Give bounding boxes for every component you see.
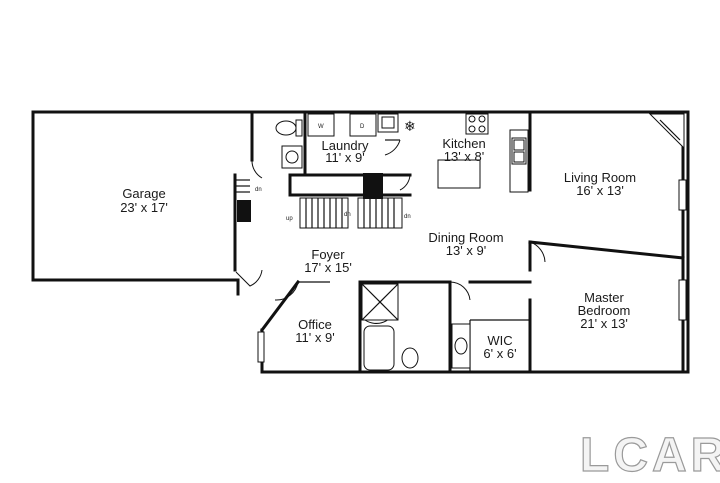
bathtub [363,325,395,371]
dryer-label: D [360,124,365,130]
fireplace [648,113,685,150]
washer-label: W [318,124,324,130]
living-room-name: Living Room [564,170,636,185]
stair-dn-label-1: dn [255,187,262,193]
garage-name: Garage [122,186,165,201]
stair-up-label: up [286,216,293,222]
stairs [236,173,403,229]
master-name-line1: Master [584,290,624,305]
foyer-name: Foyer [311,247,345,262]
wic-dims: 6' x 6' [483,346,516,361]
windows [257,179,687,363]
dining-room-dims: 13' x 9' [446,243,486,258]
dining-room-name: Dining Room [428,230,503,245]
refrigerator-icon: ❄ [404,118,416,134]
foyer-dims: 17' x 15' [304,260,352,275]
office-dims: 11' x 9' [295,330,334,345]
fixtures: W D ❄ [275,113,685,371]
garage-dims: 23' x 17' [120,200,168,215]
toilet-icon [275,120,297,136]
wic-name: WIC [487,333,512,348]
kitchen-dims: 13' x 8' [444,149,484,164]
kitchen-name: Kitchen [442,136,485,151]
interior-walls [233,110,685,374]
bath-toilet-icon [401,347,419,369]
kitchen-island [437,159,481,189]
office-name: Office [298,317,332,332]
master-dims: 21' x 13' [580,316,628,331]
master-name-line2: Bedroom [578,303,631,318]
washer [307,113,335,137]
dryer [349,113,377,137]
stair-dn-label-3: dn [404,214,411,220]
stair-dn-label-2: dn [344,212,351,218]
laundry-name: Laundry [322,138,369,153]
lcar-logo: LCAR [579,428,720,482]
living-room-dims: 16' x 13' [576,183,624,198]
laundry-dims: 11' x 9' [325,150,364,165]
